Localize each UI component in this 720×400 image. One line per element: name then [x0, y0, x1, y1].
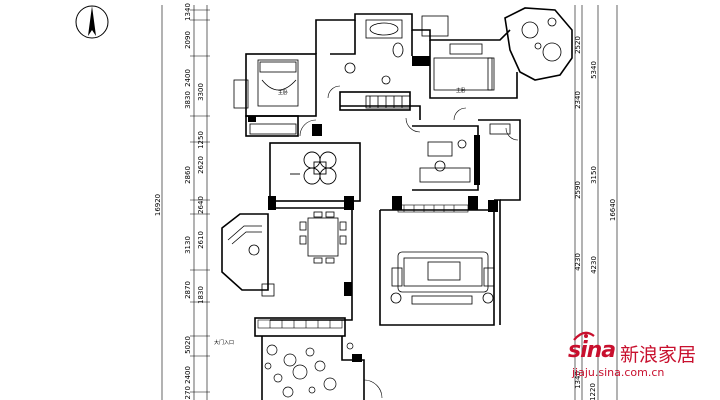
dimension-label: 2520	[574, 36, 582, 54]
garden-plants	[264, 342, 354, 398]
tower-furniture	[521, 17, 562, 62]
ceiling-motif	[290, 151, 337, 185]
dimension-label: 2270	[184, 386, 192, 400]
dimension-label: 16920	[154, 194, 162, 216]
dimension-label: 1340	[574, 371, 582, 389]
dimension-label: 2870	[184, 281, 192, 299]
dimension-label: 1220	[589, 383, 597, 400]
dimension-label: 3300	[197, 83, 205, 101]
room-label: 主卧	[278, 89, 288, 96]
dimension-label: 2640	[197, 196, 205, 214]
sofa-set	[390, 251, 495, 305]
dimension-label: 2620	[197, 156, 205, 174]
second-bed	[433, 43, 495, 91]
dimension-label: 16640	[609, 199, 617, 221]
dimension-label: 3150	[590, 166, 598, 184]
dimension-label: 1250	[197, 131, 205, 149]
bay-seating	[227, 225, 275, 297]
dimension-label: 2340	[574, 91, 582, 109]
wall-columns	[248, 56, 498, 362]
study-desk	[419, 123, 511, 183]
dimension-label: 2610	[197, 231, 205, 249]
master-bed	[233, 59, 299, 135]
right-dimension-lines	[574, 5, 618, 400]
dimension-label: 1340	[184, 3, 192, 21]
door-swings	[299, 85, 519, 399]
dimension-label: 4230	[574, 253, 582, 271]
eye-icon	[573, 331, 595, 341]
dimension-label: 1830	[197, 286, 205, 304]
watermark-title: 新浪家居	[620, 344, 697, 366]
bathroom-fixtures	[344, 15, 449, 109]
north-arrow-icon	[75, 5, 109, 39]
dimension-label: 3830	[184, 91, 192, 109]
dimension-label: 4230	[590, 256, 598, 274]
dimension-label: 5020	[184, 336, 192, 354]
dining-table	[299, 211, 347, 264]
left-dimension-lines	[161, 5, 210, 400]
sina-watermark: sina 新浪家居 jiaju.sina.com.cn	[566, 330, 716, 392]
dimension-label: 2400	[184, 69, 192, 87]
dimension-label: 2090	[184, 31, 192, 49]
room-label: 主卧	[456, 87, 466, 94]
dimension-label: 5340	[590, 61, 598, 79]
dimension-label: 2400	[184, 366, 192, 384]
room-label: 大门入口	[214, 339, 234, 346]
cabinets	[257, 204, 469, 329]
dimension-label: 2860	[184, 166, 192, 184]
dimension-label: 2590	[574, 181, 582, 199]
dimension-label: 3130	[184, 236, 192, 254]
watermark-brand: sina	[568, 338, 616, 363]
watermark-url: jiaju.sina.com.cn	[572, 366, 665, 379]
